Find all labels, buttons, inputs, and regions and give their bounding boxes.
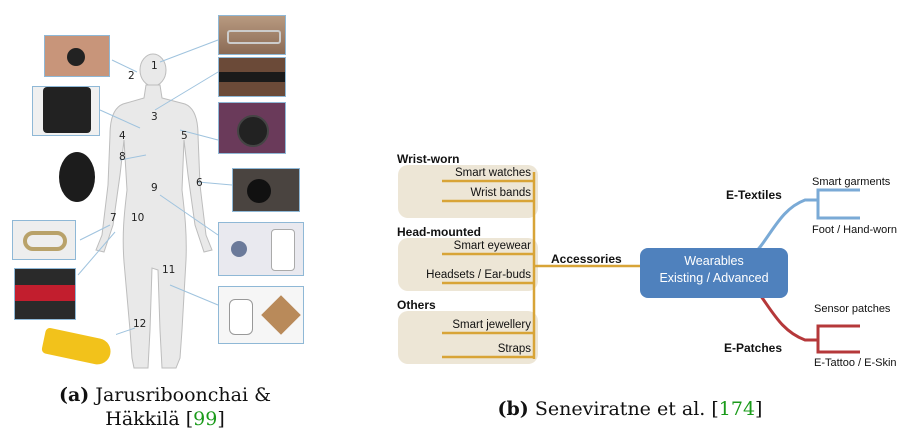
- item-smart-jewellery: Smart jewellery: [452, 319, 531, 331]
- caption-b-tag: (b): [497, 398, 529, 420]
- mindmap-diagram: [398, 165, 860, 364]
- photo-earbud: [44, 35, 110, 77]
- center-line-2: Existing / Advanced: [659, 271, 769, 285]
- photo-chest-strap: [218, 57, 286, 97]
- item-smart-eyewear: Smart eyewear: [453, 240, 531, 252]
- photo-armband: [218, 102, 286, 154]
- label-9: 9: [151, 182, 158, 194]
- caption-a-ref[interactable]: 99: [193, 408, 218, 430]
- item-smart-garments: Smart garments: [812, 176, 891, 188]
- photo-wrist-sensor: [218, 222, 304, 276]
- label-1: 1: [151, 60, 158, 72]
- label-4: 4: [119, 130, 126, 142]
- item-headsets: Headsets / Ear-buds: [426, 269, 531, 281]
- accessories-branch: [442, 172, 640, 359]
- figure-b: Wrist-worn Head-mounted Others Smart wat…: [330, 0, 905, 443]
- label-10: 10: [131, 212, 145, 224]
- group-title-wrist: Wrist-worn: [397, 152, 460, 166]
- item-foot-hand-worn: Foot / Hand-worn: [812, 224, 897, 236]
- accessories-label: Accessories: [551, 252, 622, 266]
- label-8: 8: [119, 151, 126, 163]
- photo-clip: [52, 143, 102, 211]
- photo-ring: [12, 220, 76, 260]
- caption-a-tag: (a): [58, 384, 90, 406]
- label-2: 2: [128, 70, 135, 82]
- center-line-1: Wearables: [684, 254, 744, 268]
- caption-a: (a) Jarusriboonchai & Häkkilä [99]: [35, 383, 295, 431]
- photo-insole: [36, 325, 116, 371]
- figure-a: 1 2 3 4 5 6 7 8 9 10 11 12 (a) Jarusribo…: [0, 0, 330, 443]
- caption-a-close: ]: [217, 408, 225, 430]
- item-smart-watches: Smart watches: [454, 167, 531, 179]
- caption-b-text: Seneviratne et al. [: [534, 398, 719, 420]
- label-12: 12: [133, 318, 147, 330]
- item-sensor-patches: Sensor patches: [814, 303, 891, 315]
- epatches-label: E-Patches: [724, 341, 783, 355]
- etextiles-label: E-Textiles: [726, 188, 782, 202]
- caption-b: (b) Seneviratne et al. [174]: [420, 397, 840, 421]
- caption-b-ref[interactable]: 174: [718, 398, 756, 420]
- group-title-head: Head-mounted: [397, 225, 481, 239]
- label-11: 11: [162, 264, 176, 276]
- center-node-text: Wearables Existing / Advanced: [640, 253, 788, 287]
- center-node: [640, 248, 788, 298]
- group-bg-others: [398, 311, 538, 364]
- caption-b-close: ]: [755, 398, 763, 420]
- photo-ankle-device: [218, 286, 304, 344]
- item-wrist-bands: Wrist bands: [470, 187, 531, 199]
- photo-smartwatch: [232, 168, 300, 212]
- photo-headband: [14, 268, 76, 320]
- label-3: 3: [151, 111, 158, 123]
- caption-a-text-line1: Jarusriboonchai &: [95, 384, 272, 406]
- group-title-others: Others: [397, 298, 436, 312]
- label-7: 7: [110, 212, 117, 224]
- photo-glasses: [218, 15, 286, 55]
- item-e-tattoo: E-Tattoo / E-Skin: [814, 357, 897, 369]
- label-5: 5: [181, 130, 188, 142]
- caption-a-text-line2: Häkkilä [: [105, 408, 194, 430]
- photo-vest: [32, 86, 100, 136]
- label-6: 6: [196, 177, 203, 189]
- item-straps: Straps: [497, 343, 531, 355]
- body-diagram: [77, 39, 233, 369]
- group-bg-head: [398, 238, 538, 291]
- group-bg-wrist: [398, 165, 538, 218]
